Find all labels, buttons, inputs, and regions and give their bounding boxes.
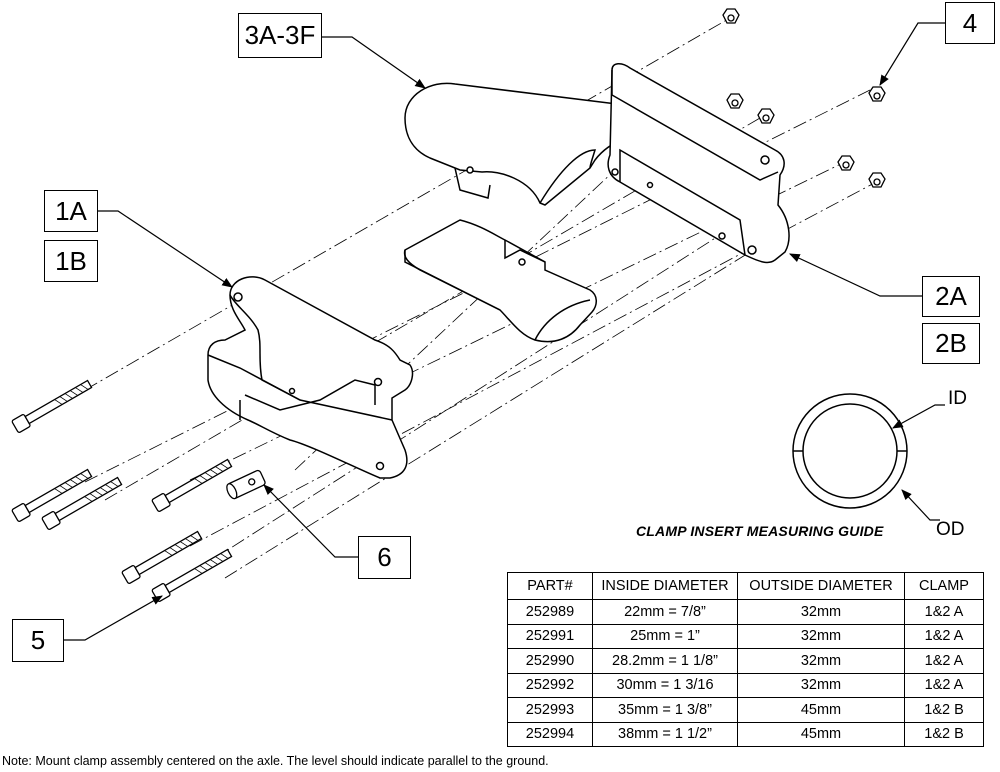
bolt-icon [121,530,203,584]
table-row: 252989 22mm = 7/8” 32mm 1&2 A [507,599,984,625]
callout-6: 6 [358,536,411,579]
hex-nut-icon [868,172,886,188]
clamp-insert-top [404,82,666,206]
measuring-guide-title: CLAMP INSERT MEASURING GUIDE [636,523,884,539]
callout-1b: 1B [44,240,98,282]
bolt-icon [11,468,93,522]
clamp-insert-bottom [403,219,597,343]
measuring-ring [792,393,908,509]
bolt-icon [151,458,233,512]
cell-clamp: 1&2 A [904,623,984,649]
cell-part: 252989 [507,599,593,625]
footer-note: Note: Mount clamp assembly centered on t… [2,754,549,768]
table-row: 252991 25mm = 1” 32mm 1&2 A [507,623,984,649]
header-inside-diameter: INSIDE DIAMETER [592,572,738,600]
cell-clamp: 1&2 A [904,648,984,674]
clamp-half-2 [607,63,790,264]
cell-inside-diameter: 28.2mm = 1 1/8” [592,648,738,674]
header-clamp: CLAMP [904,572,984,600]
cell-inside-diameter: 22mm = 7/8” [592,599,738,625]
cross-pin [226,469,266,500]
callout-5: 5 [12,619,64,662]
callout-4: 4 [945,2,995,44]
callout-1a: 1A [44,190,98,232]
cell-clamp: 1&2 A [904,672,984,698]
parts-table: PART# INSIDE DIAMETER OUTSIDE DIAMETER C… [507,572,984,747]
cell-outside-diameter: 45mm [737,721,905,747]
cell-part: 252990 [507,648,593,674]
cell-inside-diameter: 35mm = 1 3/8” [592,697,738,723]
hex-nut-icon [868,86,886,102]
cell-outside-diameter: 32mm [737,672,905,698]
cell-part: 252993 [507,697,593,723]
header-part: PART# [507,572,593,600]
bolt-icon [41,476,123,530]
callout-2a: 2A [922,276,980,317]
table-row: 252990 28.2mm = 1 1/8” 32mm 1&2 A [507,648,984,674]
cell-inside-diameter: 30mm = 1 3/16 [592,672,738,698]
ring-label-id: ID [948,388,967,409]
cell-inside-diameter: 25mm = 1” [592,623,738,649]
cell-clamp: 1&2 A [904,599,984,625]
cell-outside-diameter: 32mm [737,623,905,649]
table-row: 252993 35mm = 1 3/8” 45mm 1&2 B [507,697,984,723]
clamp-body-1 [207,276,414,479]
callout-2b: 2B [922,323,980,364]
bolt-icon [11,379,93,433]
socket-bolts [11,379,233,602]
cell-part: 252992 [507,672,593,698]
leader-lines [64,22,945,641]
table-header-row: PART# INSIDE DIAMETER OUTSIDE DIAMETER C… [507,572,984,600]
cell-inside-diameter: 38mm = 1 1/2” [592,721,738,747]
hex-nut-icon [837,155,855,171]
callout-3a-3f: 3A-3F [238,13,322,58]
table-row: 252994 38mm = 1 1/2” 45mm 1&2 B [507,721,984,747]
cell-outside-diameter: 32mm [737,599,905,625]
hex-nut-icon [726,93,744,109]
cell-outside-diameter: 32mm [737,648,905,674]
ring-label-od: OD [936,519,965,540]
header-outside-diameter: OUTSIDE DIAMETER [737,572,905,600]
hex-nut-icon [757,108,775,124]
hex-nut-icon [722,8,740,24]
table-row: 252992 30mm = 1 3/16 32mm 1&2 A [507,672,984,698]
cell-clamp: 1&2 B [904,721,984,747]
cell-part: 252991 [507,623,593,649]
cell-part: 252994 [507,721,593,747]
cell-outside-diameter: 45mm [737,697,905,723]
cell-clamp: 1&2 B [904,697,984,723]
hex-nuts [722,8,886,188]
